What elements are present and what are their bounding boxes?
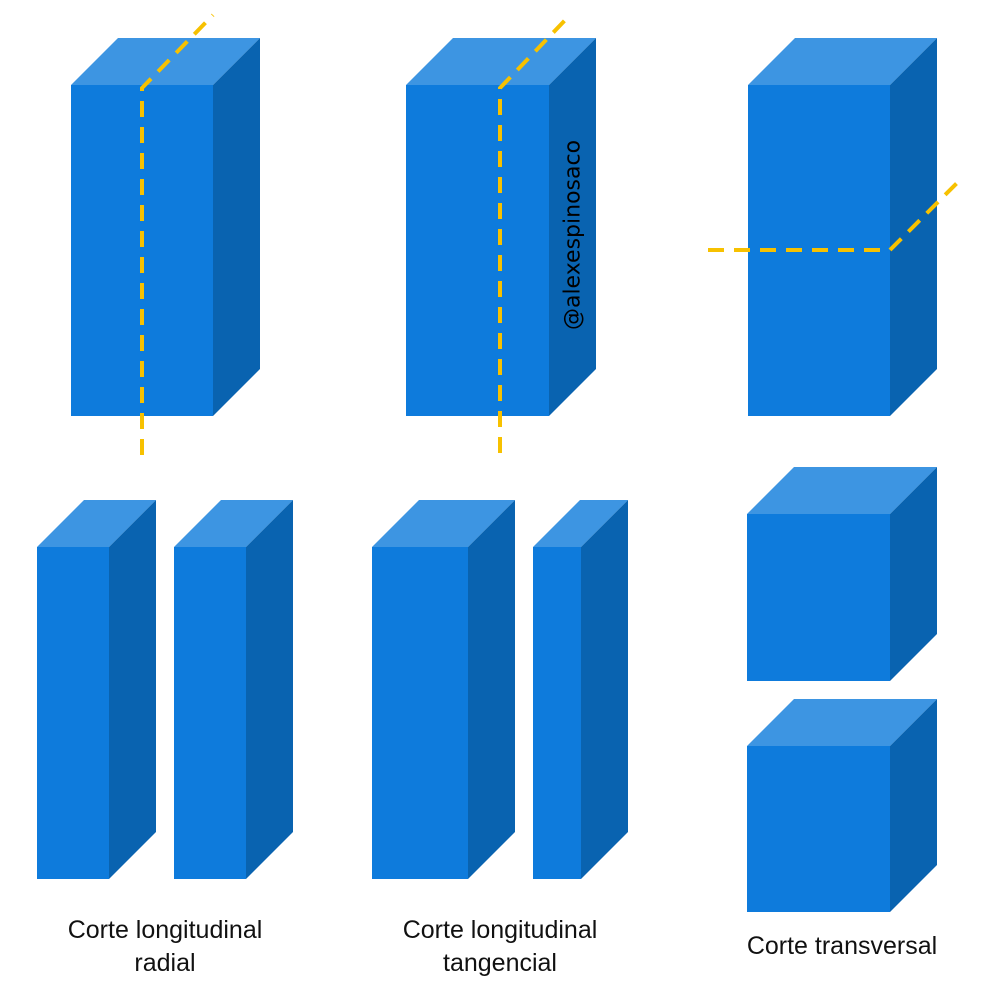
block-transversal-top <box>748 38 937 85</box>
label-radial-line1: Corte longitudinal <box>67 916 263 944</box>
piece-transversal-top-front <box>747 514 890 681</box>
piece-radial-left-front <box>37 547 109 879</box>
piece-tangencial-right-front <box>533 547 581 879</box>
piece-radial-left-side <box>109 500 156 879</box>
piece-tangencial-left-front <box>372 547 468 879</box>
watermark: @alexespinosaco <box>560 139 586 331</box>
label-transversal-text: Corte transversal <box>746 932 938 960</box>
label-tangencial-line1: Corte longitudinal <box>402 916 598 944</box>
cut-line-radial <box>140 13 215 455</box>
block-tangencial-front <box>406 85 549 416</box>
piece-radial-right-side <box>246 500 293 879</box>
cut-line-transversal <box>708 178 962 252</box>
piece-transversal-bottom-side <box>890 699 937 912</box>
block-tangencial-side <box>549 38 596 416</box>
label-tangencial-line2: tangencial <box>443 949 557 977</box>
piece-tangencial-right-side <box>581 500 628 879</box>
piece-transversal-bottom-top <box>747 699 937 746</box>
label-radial: Corte longitudinal radial <box>68 914 263 980</box>
piece-tangencial-right-top <box>533 500 628 547</box>
piece-radial-left-top <box>37 500 156 547</box>
block-tangencial-top <box>406 38 596 85</box>
piece-transversal-top-side <box>890 467 937 681</box>
piece-tangencial-left-side <box>468 500 515 879</box>
label-tangencial: Corte longitudinal tangencial <box>403 914 598 980</box>
label-radial-line2: radial <box>134 949 196 977</box>
piece-tangencial-left-top <box>372 500 515 547</box>
label-transversal: Corte transversal <box>747 930 937 963</box>
piece-transversal-bottom-front <box>747 746 890 912</box>
cut-line-tangencial <box>498 12 573 453</box>
block-radial-front <box>71 85 213 416</box>
piece-radial-right-top <box>174 500 293 547</box>
piece-transversal-top-top <box>747 467 937 514</box>
block-radial-side <box>213 38 260 416</box>
piece-radial-right-front <box>174 547 246 879</box>
